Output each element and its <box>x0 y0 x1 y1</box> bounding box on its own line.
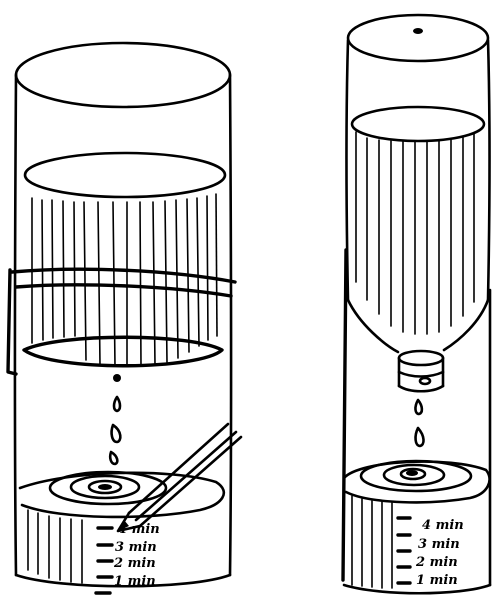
right-lower-water-hatching <box>352 496 392 588</box>
left-upper-water-vessel <box>8 153 235 374</box>
bottle-water-hatching <box>356 132 474 334</box>
left-scale-label-3: 3 min <box>115 540 157 555</box>
right-time-scale: 4 min 3 min 2 min 1 min <box>398 518 464 588</box>
right-scale-label-3: 3 min <box>418 537 460 552</box>
right-scale-label-4: 4 min <box>422 518 464 533</box>
left-scale-label-1: 1 min <box>114 574 156 589</box>
left-scale-label-4: 4 min <box>118 522 160 537</box>
right-scale-label-2: 2 min <box>415 555 458 570</box>
left-lower-water-hatching <box>28 510 82 583</box>
left-water-ripples <box>50 472 166 504</box>
inverted-bottle <box>347 15 490 391</box>
left-water-clock: 4 min 3 min 2 min 1 min <box>8 43 241 593</box>
right-water-ripples <box>361 461 471 491</box>
pencil <box>118 424 241 531</box>
right-outer-cylinder <box>343 250 490 585</box>
left-water-drops <box>110 374 121 464</box>
right-water-clock: 4 min 3 min 2 min 1 min <box>343 15 490 593</box>
left-time-scale: 4 min 3 min 2 min 1 min <box>96 522 160 593</box>
right-scale-label-1: 1 min <box>416 573 458 588</box>
left-scale-label-2: 2 min <box>113 556 156 571</box>
right-water-drops <box>415 400 423 446</box>
